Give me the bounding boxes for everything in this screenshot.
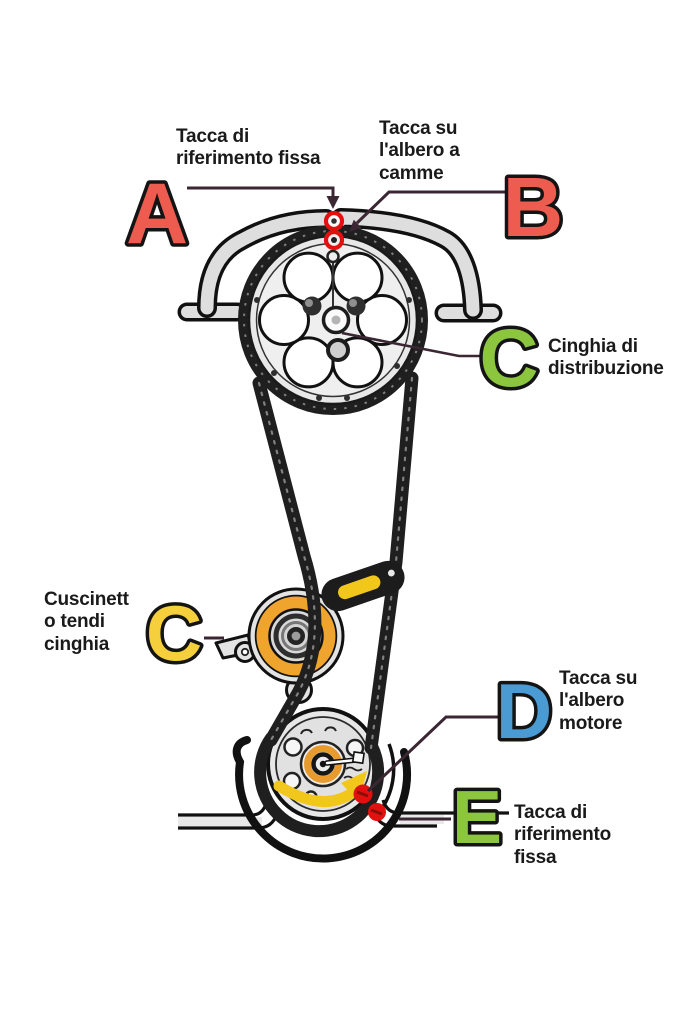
callout-arrowhead-a <box>326 196 340 209</box>
callout-letter-c-belt: C <box>479 313 538 404</box>
callout-line-d <box>366 715 498 793</box>
callout-line-b <box>355 190 505 225</box>
timing-belt <box>252 371 419 838</box>
label-camshaft-mark: Tacca su l'albero a camme <box>379 118 460 184</box>
callout-letter-d: D <box>496 667 552 755</box>
cam-fixed-mark-icon <box>323 210 345 232</box>
callout-letter-a: A <box>126 166 188 262</box>
belt-guide <box>321 560 405 612</box>
label-timing-belt: Cinghia di distribuzione <box>548 336 664 380</box>
label-fixed-reference-top: Tacca di riferimento fissa <box>176 126 321 170</box>
tensioner-bearing-ring <box>256 596 336 676</box>
crank-needle <box>324 751 365 766</box>
callout-line-a <box>187 186 335 198</box>
label-tensioner-bearing: Cuscinett o tendi cinghia <box>44 589 129 655</box>
crank-mark-icon <box>353 784 373 804</box>
crank-fixed-mark-icon <box>368 803 386 821</box>
label-crankshaft-mark: Tacca su l'albero motore <box>559 668 638 734</box>
pulley-rim-bolts <box>254 297 412 401</box>
callout-letter-c-tensioner: C <box>146 589 202 677</box>
tensioner-pulley <box>214 587 345 704</box>
callout-arrowhead-b <box>349 219 362 232</box>
camshaft-pulley <box>238 225 428 415</box>
callout-line-c-belt <box>341 331 481 358</box>
callout-letter-e: E <box>452 775 502 859</box>
callout-lines <box>187 186 505 821</box>
label-fixed-reference-bottom: Tacca di riferimento fissa <box>514 802 612 868</box>
callout-letter-b: B <box>503 160 564 254</box>
cam-shaft-mark-icon <box>323 229 345 251</box>
